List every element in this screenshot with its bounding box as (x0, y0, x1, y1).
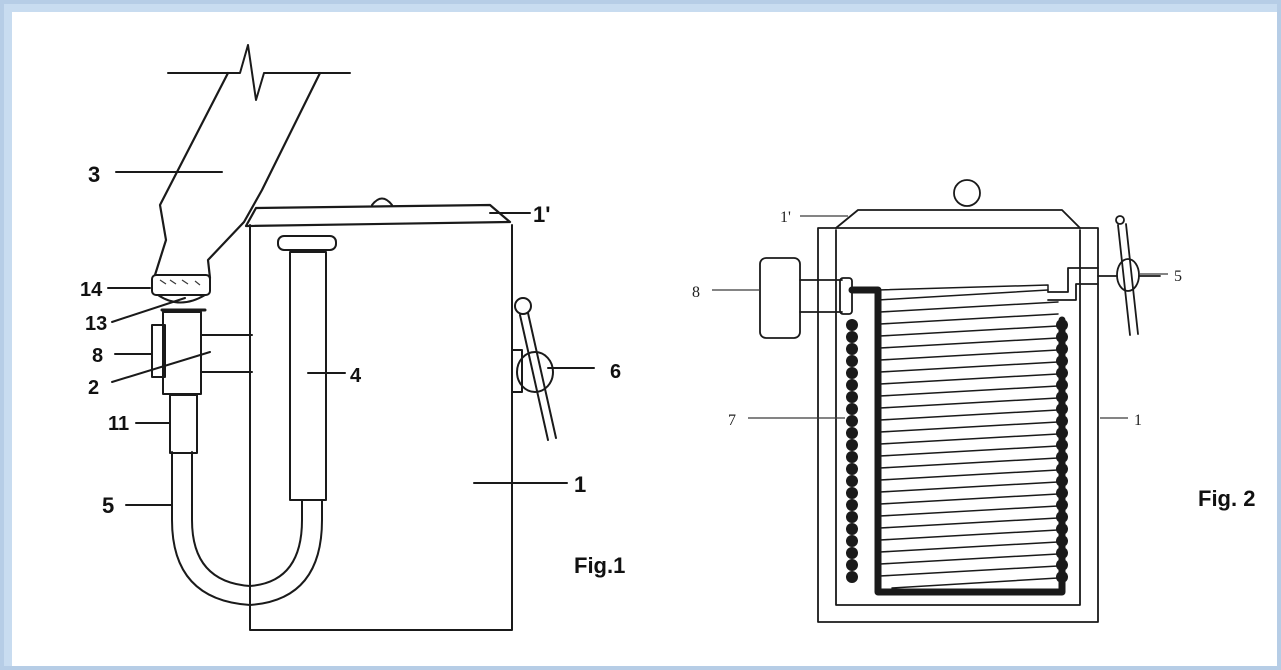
fig1-label-3: 3 (88, 162, 100, 187)
fig1-caption: Fig.1 (574, 553, 625, 578)
fig1-label-8: 8 (92, 345, 103, 367)
fig1-label-1-prime: 1' (533, 202, 550, 227)
connector-14 (151, 274, 211, 304)
valve-5 (1047, 215, 1161, 336)
fig1-label-2: 2 (88, 377, 99, 399)
figure-1: 3 1' 14 13 8 2 4 6 11 5 1 Fig.1 (80, 44, 625, 631)
tank-1 (244, 197, 513, 631)
unit-8 (759, 257, 853, 339)
fig1-label-6: 6 (610, 361, 621, 383)
leader-lines-fig2 (712, 215, 1168, 419)
fig2-label-1: 1 (1134, 412, 1142, 429)
valve-6 (511, 297, 557, 441)
fig2-label-7: 7 (728, 412, 736, 429)
fig1-label-4: 4 (350, 365, 362, 387)
tank-2 (817, 179, 1099, 623)
leader-lines-fig1 (107, 171, 595, 506)
fig2-label-8: 8 (692, 284, 700, 301)
pipe-2 (151, 311, 253, 395)
fig1-label-5: 5 (102, 493, 114, 518)
fig1-label-14: 14 (80, 279, 103, 301)
fig1-label-11: 11 (108, 413, 129, 435)
fig1-label-1: 1 (574, 472, 586, 497)
coil-7 (846, 284, 1068, 596)
duct-3 (153, 44, 351, 280)
coupling-11 (169, 394, 198, 454)
fig2-label-1-prime: 1' (780, 209, 791, 226)
fig1-label-13: 13 (85, 313, 107, 335)
fig2-caption: Fig. 2 (1198, 486, 1255, 511)
fig2-label-5: 5 (1174, 268, 1182, 285)
tube-4 (277, 235, 337, 501)
figure-2: 1' 8 5 7 1 Fig. 2 (692, 179, 1255, 623)
hose-5 (171, 451, 323, 606)
